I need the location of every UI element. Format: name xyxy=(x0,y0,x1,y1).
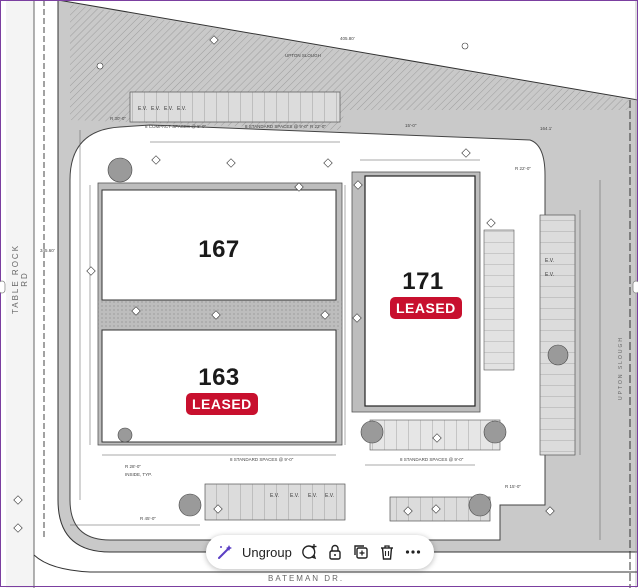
table-rock-road xyxy=(6,0,34,588)
svg-text:E.V.: E.V. xyxy=(545,272,554,278)
svg-text:345.60': 345.60' xyxy=(40,248,55,253)
building-167-label: 167 xyxy=(198,236,240,263)
svg-text:164.1': 164.1' xyxy=(540,126,552,131)
svg-text:E.V.: E.V. xyxy=(290,493,299,499)
svg-text:8 STANDARD SPACES @ 9'-0": 8 STANDARD SPACES @ 9'-0" xyxy=(400,457,464,462)
svg-text:INSIDE, TYP.: INSIDE, TYP. xyxy=(125,472,152,477)
magic-wand-icon[interactable] xyxy=(212,538,238,566)
street-label-left: TABLE ROCK RD xyxy=(11,243,29,315)
building-163[interactable] xyxy=(101,329,337,443)
lock-icon[interactable] xyxy=(322,538,348,566)
svg-text:8 STANDARD SPACES @ 9'-0": 8 STANDARD SPACES @ 9'-0" xyxy=(230,457,294,462)
duplicate-icon[interactable] xyxy=(348,538,374,566)
landscape-circle xyxy=(107,157,133,183)
svg-text:E.V.: E.V. xyxy=(270,493,279,499)
street-label-right: UPTON SLOUGH xyxy=(618,336,624,400)
resize-handle-right[interactable] xyxy=(632,280,638,294)
resize-handle-left[interactable] xyxy=(0,280,6,294)
svg-text:E.V.: E.V. xyxy=(164,106,173,112)
comment-add-icon[interactable] xyxy=(296,538,322,566)
building-167[interactable] xyxy=(101,189,337,301)
svg-text:R 15'-0": R 15'-0" xyxy=(505,484,521,489)
svg-text:R 30'-0": R 30'-0" xyxy=(110,116,126,121)
street-label-bottom: BATEMAN DR. xyxy=(268,574,345,583)
svg-text:R 45'-0": R 45'-0" xyxy=(140,516,156,521)
leased-badge-171: LEASED xyxy=(390,297,462,319)
svg-text:8 STANDARD SPACES @ 9'-0": 8 STANDARD SPACES @ 9'-0" xyxy=(245,124,309,129)
svg-text:UPTON SLOUGH: UPTON SLOUGH xyxy=(285,53,321,58)
svg-text:E.V.: E.V. xyxy=(545,258,554,264)
leased-badge-163: LEASED xyxy=(186,393,258,415)
svg-text:E.V.: E.V. xyxy=(138,106,147,112)
svg-text:15'-0": 15'-0" xyxy=(405,123,417,128)
svg-text:R 22'-0": R 22'-0" xyxy=(310,124,326,129)
svg-text:8 COMPACT SPACES @ 8'-0": 8 COMPACT SPACES @ 8'-0" xyxy=(145,124,206,129)
svg-text:E.V.: E.V. xyxy=(177,106,186,112)
svg-text:405.80': 405.80' xyxy=(340,36,355,41)
svg-text:R 22'-0": R 22'-0" xyxy=(515,166,531,171)
svg-text:E.V.: E.V. xyxy=(325,493,334,499)
trash-icon[interactable] xyxy=(374,538,400,566)
selection-toolbar: Ungroup xyxy=(206,535,434,569)
building-171[interactable] xyxy=(364,175,476,407)
svg-text:E.V.: E.V. xyxy=(308,493,317,499)
svg-text:E.V.: E.V. xyxy=(151,106,160,112)
more-icon[interactable] xyxy=(400,538,426,566)
building-163-label: 163 xyxy=(198,364,240,391)
svg-text:R 28'-0": R 28'-0" xyxy=(125,464,141,469)
ungroup-button[interactable]: Ungroup xyxy=(242,544,292,560)
building-171-label: 171 xyxy=(402,268,444,295)
